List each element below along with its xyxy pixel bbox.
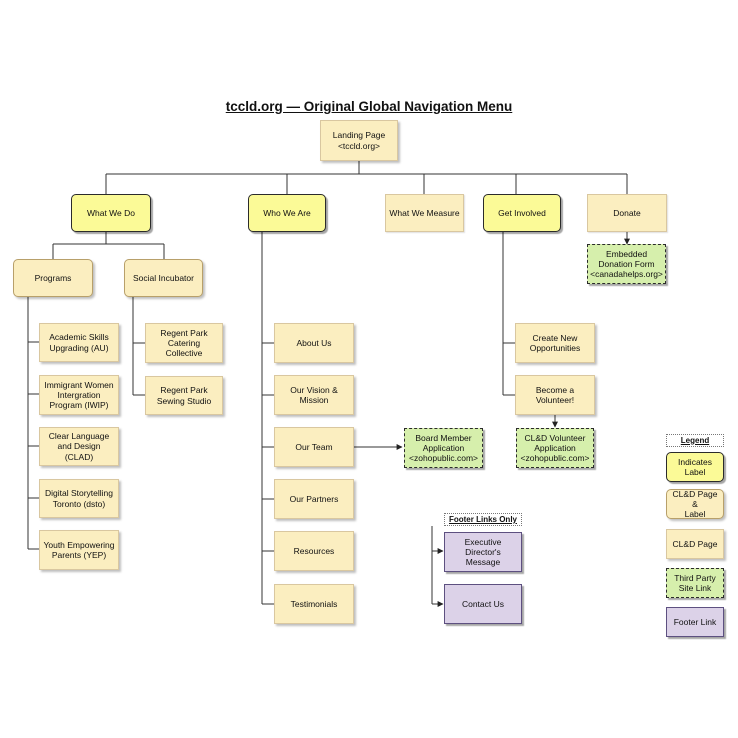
get-involved-node: Get Involved xyxy=(483,194,561,232)
what-we-do-node: What We Do xyxy=(71,194,151,232)
exec-message-node: Executive Director's Message xyxy=(444,532,522,572)
legend-page-and-label: CL&D Page & Label xyxy=(666,489,724,519)
footer-links-heading: Footer Links Only xyxy=(444,513,522,526)
programs-node: Programs xyxy=(13,259,93,297)
academic-skills-node: Academic Skills Upgrading (AU) xyxy=(39,323,119,362)
regent-sewing-node: Regent Park Sewing Studio xyxy=(145,376,223,415)
legend-indicates-label: Indicates Label xyxy=(666,452,724,482)
legend-heading: Legend xyxy=(666,434,724,447)
landing-page-node: Landing Page <tccld.org> xyxy=(320,120,398,161)
donation-form-node: Embedded Donation Form <canadahelps.org> xyxy=(587,244,666,284)
about-us-node: About Us xyxy=(274,323,354,363)
regent-catering-node: Regent Park Catering Collective xyxy=(145,323,223,363)
become-volunteer-node: Become a Volunteer! xyxy=(515,375,595,415)
create-opportunities-node: Create New Opportunities xyxy=(515,323,595,363)
diagram-title: tccld.org — Original Global Navigation M… xyxy=(225,99,513,114)
testimonials-node: Testimonials xyxy=(274,584,354,624)
what-we-measure-node: What We Measure xyxy=(385,194,464,232)
resources-node: Resources xyxy=(274,531,354,571)
immigrant-women-node: Immigrant Women Intergration Program (IW… xyxy=(39,375,119,415)
vision-mission-node: Our Vision & Mission xyxy=(274,375,354,415)
contact-us-node: Contact Us xyxy=(444,584,522,624)
volunteer-application-node: CL&D Volunteer Application <zohopublic.c… xyxy=(516,428,594,468)
donate-node: Donate xyxy=(587,194,667,232)
social-incubator-node: Social Incubator xyxy=(124,259,203,297)
legend-third-party: Third Party Site Link xyxy=(666,568,724,598)
youth-empowering-node: Youth Empowering Parents (YEP) xyxy=(39,530,119,570)
digital-storytelling-node: Digital Storytelling Toronto (dsto) xyxy=(39,479,119,518)
board-member-node: Board Member Application <zohopublic.com… xyxy=(404,428,483,468)
our-partners-node: Our Partners xyxy=(274,479,354,519)
legend-page: CL&D Page xyxy=(666,529,724,559)
who-we-are-node: Who We Are xyxy=(248,194,326,232)
our-team-node: Our Team xyxy=(274,427,354,467)
clear-language-node: Clear Language and Design (CLAD) xyxy=(39,427,119,466)
legend-footer-link: Footer Link xyxy=(666,607,724,637)
